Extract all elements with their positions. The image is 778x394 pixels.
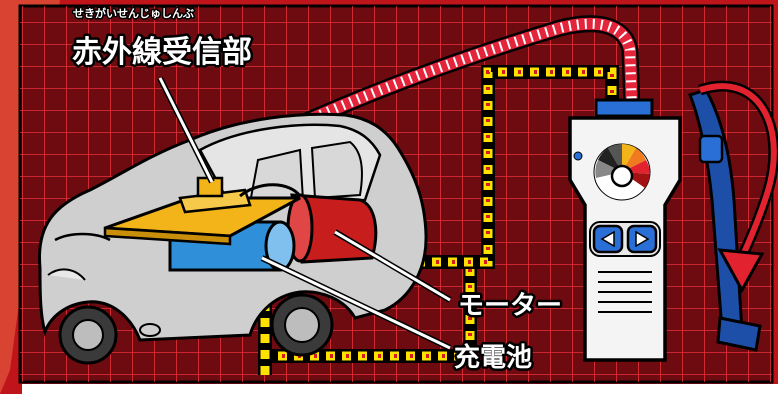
car-fog-light: [139, 323, 161, 337]
rotation-arrow: [698, 80, 778, 294]
leader-lines: [157, 76, 452, 351]
bottom-edge: [22, 384, 778, 394]
battery-label: 充電池: [454, 342, 532, 373]
crank-handle: [688, 88, 762, 352]
receiver-board-edge: [103, 226, 232, 246]
ir-receiver-ruby: せきがいせんじゅしんぶ: [73, 6, 194, 20]
battery-end: [264, 220, 296, 272]
receiver-wire: [239, 183, 302, 198]
play-left-icon[interactable]: [592, 224, 624, 254]
wiring: [258, 65, 619, 375]
ir-receiver-label: 赤外線受信部: [72, 35, 252, 70]
color-dial-icon: [593, 143, 651, 201]
car-rear-window: [310, 140, 363, 200]
rotation-arrowhead: [717, 248, 765, 294]
speaker-grille: [598, 271, 652, 313]
receiver-chip: [178, 188, 252, 214]
ir-receiver-board: [103, 176, 302, 246]
motor-label: モーター: [458, 291, 562, 321]
car-headlight: [47, 268, 86, 281]
remote-controller: [568, 98, 682, 362]
remote-top-cap: [594, 98, 654, 118]
handle-knob: [716, 316, 762, 352]
car-rear-hub: [284, 307, 320, 343]
car-front-hub: [72, 319, 104, 351]
motor: [286, 193, 378, 264]
play-right-icon[interactable]: [626, 224, 658, 254]
car-hood-line: [54, 232, 111, 242]
handle-grip: [698, 134, 724, 164]
remote-led: [573, 151, 583, 161]
